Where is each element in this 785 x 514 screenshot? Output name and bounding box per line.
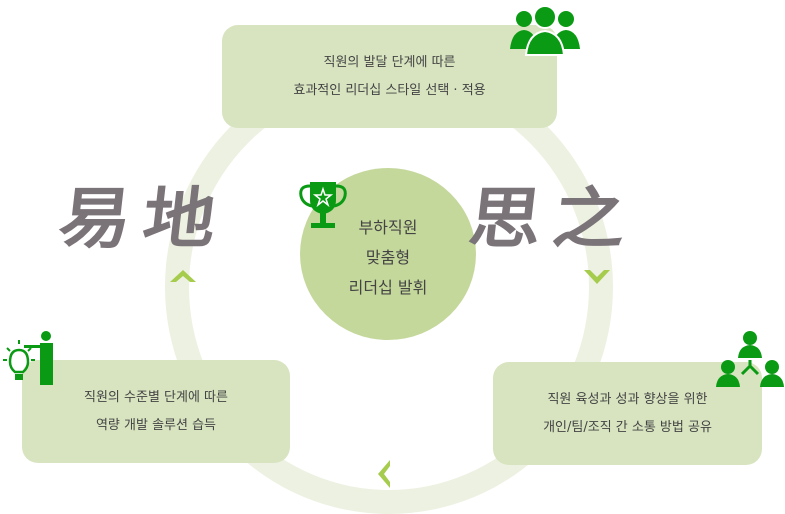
arrow-down-icon bbox=[584, 270, 610, 284]
box-competency: 직원의 수준별 단계에 따른 역량 개발 솔루션 습득 bbox=[22, 360, 290, 463]
box-line: 직원의 수준별 단계에 따른 bbox=[84, 389, 228, 405]
box-line: 역량 개발 솔루션 습득 bbox=[95, 417, 217, 433]
box-leadership-style: 직원의 발달 단계에 따른 효과적인 리더십 스타일 선택 · 적용 bbox=[222, 25, 557, 128]
idea-presenter-icon bbox=[3, 331, 53, 385]
team-icon bbox=[510, 5, 580, 56]
box-line: 개인/팀/조직 간 소통 방법 공유 bbox=[543, 419, 712, 435]
trophy-icon bbox=[299, 182, 347, 228]
organization-icon bbox=[716, 331, 784, 387]
box-line: 효과적인 리더십 스타일 선택 · 적용 bbox=[293, 82, 486, 98]
center-line: 맞춤형 bbox=[365, 248, 411, 267]
box-communication: 직원 육성과 성과 향상을 위한 개인/팀/조직 간 소통 방법 공유 bbox=[493, 362, 762, 465]
calligraphy-right: 思之 bbox=[464, 178, 642, 258]
center-line: 리더십 발휘 bbox=[348, 278, 428, 297]
box-line: 직원의 발달 단계에 따른 bbox=[323, 54, 456, 70]
center-line: 부하직원 bbox=[358, 218, 418, 237]
calligraphy-left: 易地 bbox=[54, 178, 232, 258]
box-line: 직원 육성과 성과 향상을 위한 bbox=[547, 391, 708, 407]
arrow-left-icon bbox=[378, 460, 390, 488]
arrow-up-icon bbox=[170, 270, 196, 282]
